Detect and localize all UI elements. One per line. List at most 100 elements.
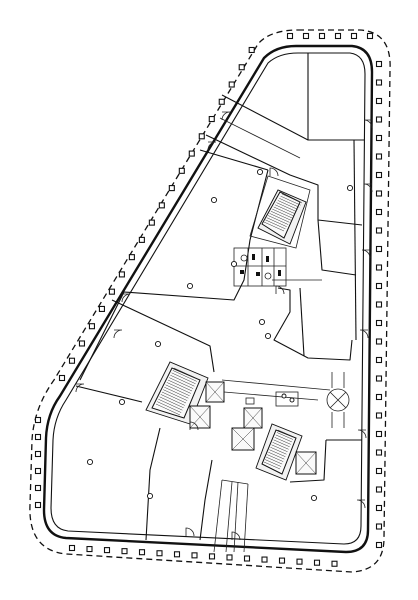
column [230,260,238,268]
stair-tread [171,372,196,385]
facade-marker [375,467,383,475]
door-swing [361,249,371,259]
facade-marker [375,541,383,549]
facade-marker [375,301,383,308]
facade-marker [375,153,383,160]
facade-marker [34,450,42,458]
stair-tread [270,211,292,221]
facade-marker [375,282,383,290]
facade-marker [375,227,383,234]
facade-marker [208,115,215,123]
column [154,340,162,348]
stair-tread [280,195,301,206]
facade-marker [375,486,383,493]
facade-marker [375,171,383,179]
door-swing [363,183,373,193]
facade-marker [178,167,185,174]
door-swing [359,329,369,339]
facade-marker [98,305,105,312]
facade-marker [88,323,96,330]
site-boundary [29,29,391,573]
door-swing [275,285,285,295]
door-swing [75,383,85,393]
facade-marker [34,501,42,509]
stair-tread [263,461,281,470]
stair-tread [276,202,297,212]
stair-tread [164,386,189,399]
facade-marker [318,32,326,40]
stair-tread [275,434,292,443]
column [256,168,264,176]
facade-marker [375,190,383,197]
door-swing [189,421,199,431]
lift-lobby [231,391,299,451]
column [210,196,218,204]
facade-marker [58,374,66,382]
stair-tread [167,379,193,392]
facade-marker [375,208,383,216]
stair-tread [267,454,284,462]
facade-marker [375,430,383,438]
facade-marker [138,236,145,243]
south-stair-core [255,423,317,481]
stair-tread [165,384,190,397]
stair-tread [272,442,289,450]
facade-marker [34,467,42,475]
stair-tread [263,221,285,232]
stair-tread [269,213,290,223]
facade-marker [173,551,181,558]
facade-marker [350,32,358,40]
stair-tread [264,459,282,467]
facade-marker [188,150,195,157]
facade-marker [286,32,294,40]
facade-marker [156,550,163,557]
door-swing [185,527,195,537]
facade-marker [226,554,233,561]
facade-marker [208,553,216,560]
stair-tread [160,394,185,406]
entrance-ramp [213,479,249,553]
facade-marker [34,416,42,424]
facade-marker [375,319,383,327]
facade-marker [78,340,86,347]
door-swing [231,531,241,541]
door-swing [121,293,131,303]
column [146,492,154,500]
facade-marker [103,547,111,554]
column [310,494,318,502]
partition-walls [75,53,364,541]
stair-tread [276,432,294,440]
facade-marker [375,60,383,68]
facade-marker [243,555,251,562]
facade-marker [68,544,76,552]
facade-marker [108,288,115,295]
stair-tread [281,193,303,204]
door-swing [221,111,231,121]
facade-marker [148,219,155,226]
facade-marker [375,523,383,530]
facade-marker [375,134,383,142]
column [346,184,354,192]
column [264,332,272,340]
facade-marker [334,32,342,40]
stair-tread [158,398,183,411]
facade-marker [218,98,225,105]
stair-tread [266,217,287,227]
facade-marker [375,245,383,253]
facade-marker [228,81,235,88]
building-envelope [42,44,374,554]
facade-marker [375,356,383,364]
stair-tread [161,391,187,404]
stair-tread [157,401,182,413]
door-swing [269,167,279,177]
facade-marker [248,46,255,54]
facade-marker [366,32,374,40]
facade-marker [375,393,383,401]
facade-marker [302,32,310,40]
facade-marker [121,548,128,555]
west-stair-core [145,361,225,429]
facade-marker [86,545,93,553]
facade-marker [375,264,383,271]
door-swing [207,141,217,151]
